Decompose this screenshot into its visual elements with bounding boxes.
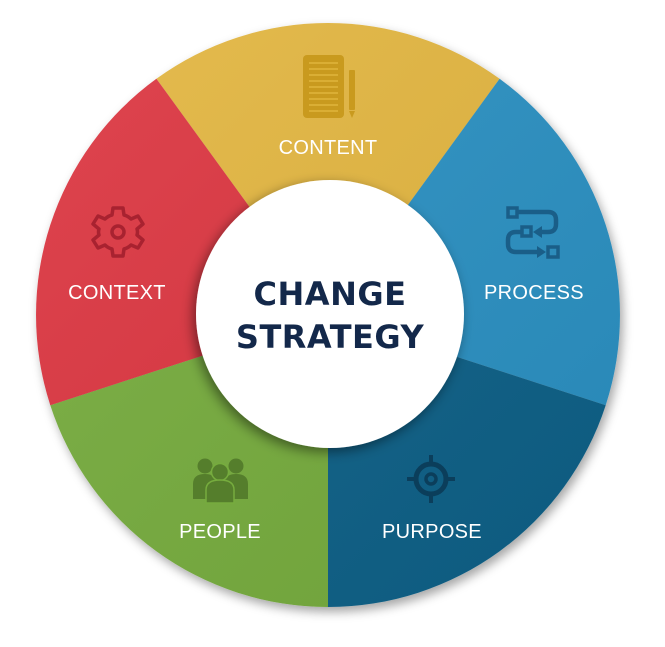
target-icon xyxy=(407,455,455,503)
people-group-icon xyxy=(193,458,248,504)
center-title-line1: CHANGE xyxy=(254,275,407,313)
process-flow-icon xyxy=(505,206,560,259)
segment-label-context: CONTEXT xyxy=(68,282,166,304)
gear-icon xyxy=(91,206,145,258)
document-pencil-icon xyxy=(303,55,355,118)
segment-label-content: CONTENT xyxy=(279,137,378,159)
center-title-line2: STRATEGY xyxy=(236,318,425,356)
segment-label-process: PROCESS xyxy=(484,282,584,304)
segment-label-purpose: PURPOSE xyxy=(382,521,482,543)
center-circle xyxy=(196,180,464,448)
segment-label-people: PEOPLE xyxy=(179,521,261,543)
